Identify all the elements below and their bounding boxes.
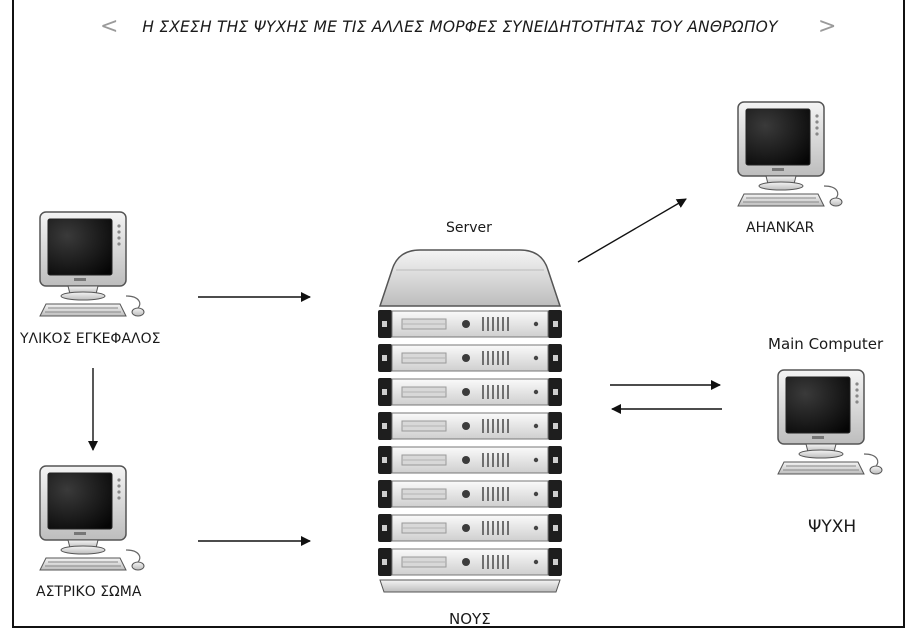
arrow-server-to-ahankar <box>577 198 687 263</box>
diagram-title: Η ΣΧΕΣΗ ΤΗΣ ΨΥΧΗΣ ΜΕ ΤΙΣ ΑΛΛΕΣ ΜΟΡΦΕΣ ΣΥ… <box>142 18 778 36</box>
server-label: Server <box>446 220 492 236</box>
astral-label: ΑΣΤΡΙΚΟ ΣΩΜΑ <box>36 584 142 600</box>
server-rack-icon <box>377 249 563 593</box>
computer-brain-icon <box>39 211 145 317</box>
nous-label: ΝΟΥΣ <box>449 610 491 628</box>
computer-ahankar-icon <box>737 101 843 207</box>
diagram-frame <box>12 0 905 628</box>
prev-arrow-icon[interactable]: < <box>100 14 119 39</box>
psyche-label: ΨΥΧΗ <box>808 517 857 537</box>
next-arrow-icon[interactable]: > <box>818 14 837 39</box>
computer-main-icon <box>777 369 883 475</box>
ahankar-label: AHANKAR <box>746 220 815 236</box>
brain-label: ΥΛΙΚΟΣ ΕΓΚΕΦΑΛΟΣ <box>20 331 161 347</box>
computer-astral-icon <box>39 465 145 571</box>
main-computer-label: Main Computer <box>768 335 884 353</box>
